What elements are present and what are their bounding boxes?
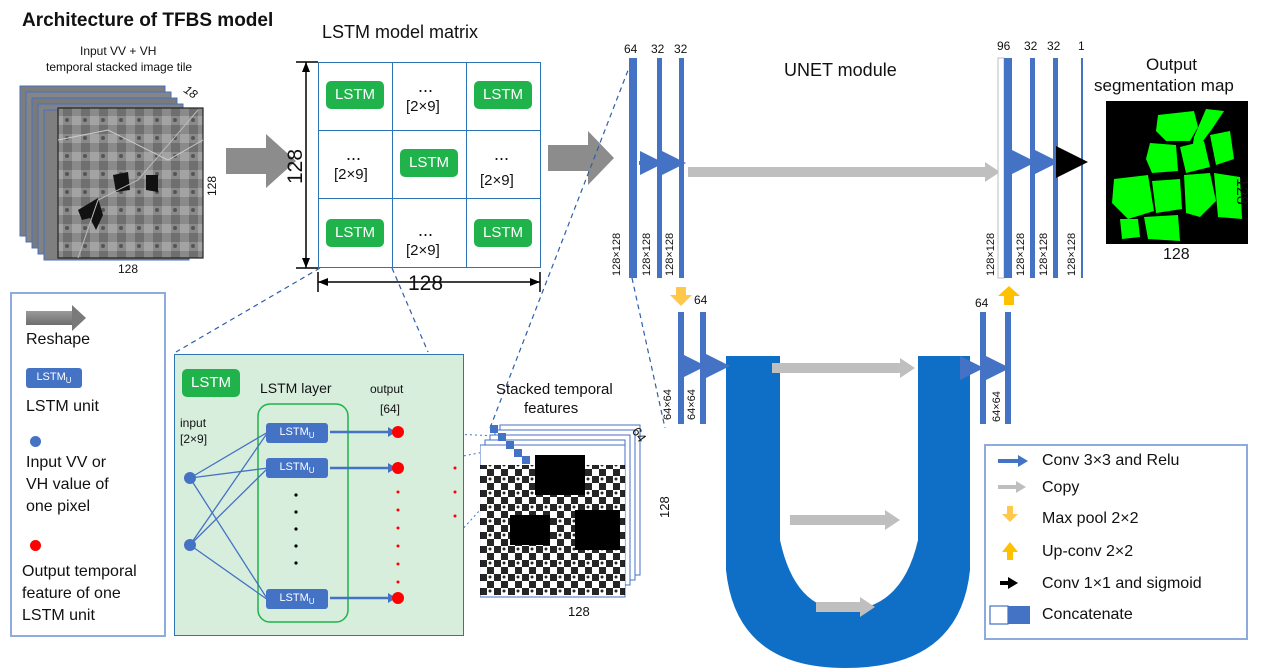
detail-layer-title: LSTM layer [260, 380, 332, 396]
legend-concat: Concatenate [1042, 606, 1133, 623]
maxpool-icon [1002, 506, 1018, 522]
legend-reshape: Reshape [26, 331, 91, 348]
legend-lstm-unit-icon: LSTMU [26, 368, 82, 388]
copy-icon [998, 481, 1026, 493]
detail-lstm-badge: LSTM [182, 369, 240, 397]
legend-output-dot [30, 540, 41, 551]
detail-lstm-unit-2: LSTMU [266, 458, 328, 478]
matrix-dims-r2c3: [2×9] [480, 172, 514, 189]
dec1-ch-1: 96 [997, 39, 1011, 53]
right-legend-icons [989, 455, 1030, 625]
legend-input-line3: one pixel [26, 498, 91, 515]
dec1-ch-3: 32 [1047, 39, 1061, 53]
detail-input-label: input [180, 416, 207, 430]
input-stack-layers [19, 85, 204, 261]
matrix-lstm-r1c3: LSTM [474, 81, 532, 109]
reshape-arrow-2 [548, 131, 614, 185]
input-caption-line2: temporal stacked image tile [46, 60, 193, 74]
matrix-lstm-r3c3: LSTM [474, 219, 532, 247]
stacked-features-image [480, 424, 641, 598]
detail-input-dot-1 [184, 472, 196, 484]
output-segmentation-map [1106, 101, 1248, 244]
dec1-ch-2: 32 [1024, 39, 1038, 53]
legend-input-line1: Input VV or [26, 454, 107, 471]
legend-output-line1: Output temporal [22, 563, 137, 580]
legend-lstm-unit: LSTM unit [26, 398, 99, 415]
stacked-title-line2: features [524, 400, 579, 417]
left-legend [10, 292, 166, 637]
diagram-title: Architecture of TFBS model [22, 10, 274, 31]
conv-icon [998, 455, 1028, 467]
dec1-ch-4: 1 [1078, 39, 1085, 53]
matrix-ellipsis-r3c2: ... [418, 220, 434, 240]
detail-output-dot-3 [392, 592, 404, 604]
enc1-ch-1: 64 [624, 42, 638, 56]
detail-lstm-unit-3: LSTMU [266, 589, 328, 609]
enc1-ch-3: 32 [674, 42, 688, 56]
legend-input-line2: VH value of [26, 476, 109, 493]
lstm-matrix-grid: LSTM ... [2×9] LSTM ... [2×9] LSTM ... [… [318, 62, 541, 268]
matrix-lstm-r3c1: LSTM [326, 219, 384, 247]
detail-output-dot-1 [392, 426, 404, 438]
matrix-ellipsis-r1c2: ... [418, 76, 434, 96]
upconv-arrow [998, 286, 1020, 305]
input-image-stack [19, 85, 204, 261]
enc2-ch: 64 [694, 293, 708, 307]
reshape-legend-icon [26, 311, 72, 325]
output-title-line2: segmentation map [1094, 76, 1234, 95]
input-width-label: 128 [118, 262, 139, 276]
output-width-label: 128 [1163, 246, 1190, 263]
detail-lstm-unit-1: LSTMU [266, 423, 328, 443]
matrix-lstm-r1c1: LSTM [326, 81, 384, 109]
stacked-title-line1: Stacked temporal [496, 381, 613, 398]
enc1-bar-1 [629, 58, 637, 278]
right-legend [984, 444, 1248, 640]
conv1-icon [1000, 577, 1018, 589]
dec2-ch: 64 [975, 296, 989, 310]
input-caption-line1: Input VV + VH [80, 44, 157, 58]
dec2-bar-1 [980, 312, 986, 424]
legend-conv1: Conv 1×1 and sigmoid [1042, 575, 1202, 592]
legend-output-line2: feature of one [22, 585, 121, 602]
legend-copy: Copy [1042, 479, 1080, 496]
dec1-bar-1 [1004, 58, 1012, 278]
detail-input-dot-2 [184, 539, 196, 551]
detail-input-dims: [2×9] [180, 432, 208, 446]
matrix-ellipsis-r2c3: ... [494, 144, 510, 164]
reshape-arrow-1 [226, 134, 296, 188]
detail-output-dot-2 [392, 462, 404, 474]
legend-upconv: Up-conv 2×2 [1042, 543, 1134, 560]
matrix-ellipsis-r2c1: ... [346, 144, 362, 164]
upconv-icon [1002, 542, 1018, 560]
unet-u-shape [726, 356, 970, 668]
matrix-dims-r3c2: [2×9] [406, 242, 440, 259]
legend-maxpool: Max pool 2×2 [1042, 510, 1139, 527]
detail-output-dims: [64] [380, 402, 401, 416]
detail-output-label: output [370, 382, 404, 396]
enc1-ch-2: 32 [651, 42, 665, 56]
matrix-dims-r1c2: [2×9] [406, 98, 440, 115]
enc2-bar-1 [678, 312, 684, 424]
stacked-width-label: 128 [568, 604, 590, 619]
unet-title: UNET module [784, 60, 897, 80]
output-title-line1: Output [1146, 55, 1198, 74]
legend-conv: Conv 3×3 and Relu [1042, 452, 1180, 469]
concat-icon [989, 605, 1030, 625]
lstm-matrix-bottom-label: 128 [408, 272, 444, 295]
matrix-lstm-r2c2: LSTM [400, 149, 458, 177]
legend-input-dot [30, 436, 41, 447]
lstm-matrix-title: LSTM model matrix [322, 22, 479, 42]
matrix-dims-r2c1: [2×9] [334, 166, 368, 183]
legend-output-line3: LSTM unit [22, 607, 95, 624]
maxpool-arrow [670, 287, 692, 306]
